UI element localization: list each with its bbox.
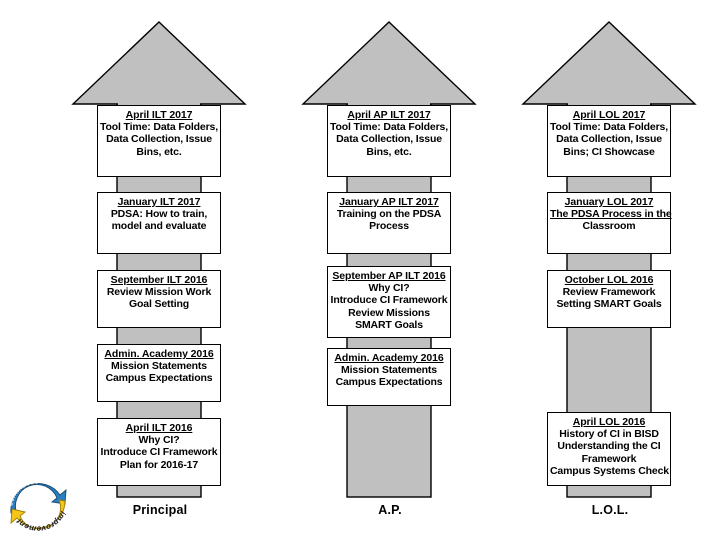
stage-line: Campus Expectations (335, 376, 443, 389)
stage-box: January ILT 2017 PDSA: How to train, mod… (97, 192, 221, 254)
stage-line: Bins, etc. (366, 145, 412, 158)
column-footer-label: A.P. (378, 503, 402, 517)
logo-blue-arc (10, 483, 67, 515)
stage-header: October LOL 2016 (564, 274, 654, 286)
stage-box: April AP ILT 2017 Tool Time: Data Folder… (327, 105, 451, 177)
column-footer-label: L.O.L. (591, 503, 629, 517)
column-footer-label: Principal (132, 503, 188, 517)
stage-line: Introduce CI Framework (330, 294, 448, 307)
stage-line: Review Framework (562, 286, 656, 299)
stage-line: Classroom (582, 220, 636, 233)
stage-header: April AP ILT 2017 (347, 109, 431, 121)
stage-line: Plan for 2016-17 (119, 458, 199, 471)
stage-header: Admin. Academy 2016 (334, 352, 444, 364)
stage-line: Process (369, 220, 409, 233)
stage-line: Setting SMART Goals (556, 298, 662, 311)
stage-box: April LOL 2017 Tool Time: Data Folders, … (547, 105, 671, 177)
stage-line: Training on the PDSA (336, 208, 442, 221)
stage-box: April LOL 2016 History of CI in BISD Und… (547, 412, 671, 486)
stage-line: Review Missions (348, 306, 430, 319)
arrow-column-lol: April LOL 2017 Tool Time: Data Folders, … (490, 0, 720, 540)
stage-line: The PDSA Process in the (550, 208, 672, 221)
stage-box: September AP ILT 2016 Why CI? Introduce … (327, 266, 451, 338)
stage-box: Admin. Academy 2016 Mission Statements C… (327, 348, 451, 406)
stage-box: September ILT 2016 Review Mission Work G… (97, 270, 221, 328)
logo-yellow-arc (10, 499, 66, 530)
stage-line: Mission Statements (341, 364, 437, 377)
stage-box: January LOL 2017 The PDSA Process in the… (547, 192, 672, 254)
stage-line: Framework (581, 452, 637, 465)
continuous-improvement-logo: continuous improvement (7, 478, 68, 533)
stage-line: SMART Goals (355, 318, 423, 331)
stage-box: October LOL 2016 Review Framework Settin… (547, 270, 671, 328)
stage-box: April ILT 2016 Why CI? Introduce CI Fram… (97, 418, 221, 486)
stage-box: January AP ILT 2017 Training on the PDSA… (327, 192, 451, 254)
stage-line: Why CI? (368, 282, 410, 295)
stage-line: PDSA: How to train, (110, 208, 208, 221)
stage-header: Admin. Academy 2016 (104, 348, 214, 360)
stage-line: Data Collection, Issue (556, 133, 662, 146)
stage-line: Data Collection, Issue (106, 133, 212, 146)
arrow-column-ap: April AP ILT 2017 Tool Time: Data Folder… (270, 0, 510, 540)
stage-line: Tool Time: Data Folders, (550, 121, 668, 134)
arrow-column-principal: April ILT 2017 Tool Time: Data Folders, … (40, 0, 280, 540)
stage-header: January LOL 2017 (564, 196, 654, 208)
stage-line: History of CI in BISD (559, 428, 659, 441)
stage-line: Goal Setting (128, 298, 190, 311)
stage-header: September AP ILT 2016 (332, 270, 446, 282)
stage-header: January AP ILT 2017 (339, 196, 439, 208)
stage-header: January ILT 2017 (117, 196, 201, 208)
stage-header: April LOL 2017 (572, 109, 646, 121)
stage-box: April ILT 2017 Tool Time: Data Folders, … (97, 105, 221, 177)
stage-line: Data Collection, Issue (336, 133, 442, 146)
stage-line: Introduce CI Framework (100, 446, 218, 459)
stage-header: April ILT 2016 (125, 422, 193, 434)
stage-line: Bins; CI Showcase (563, 145, 655, 158)
stage-line: Tool Time: Data Folders, (330, 121, 448, 134)
stage-box: Admin. Academy 2016 Mission Statements C… (97, 344, 221, 402)
stage-line: Campus Systems Check (550, 464, 669, 477)
stage-line: Understanding the CI (557, 440, 661, 453)
stage-line: model and evaluate (111, 220, 207, 233)
stage-header: April LOL 2016 (572, 416, 646, 428)
logo-top-text: continuous (7, 478, 39, 506)
stage-line: Review Mission Work (106, 286, 212, 299)
stage-line: Campus Expectations (105, 372, 213, 385)
stage-line: Mission Statements (111, 360, 207, 373)
stage-line: Tool Time: Data Folders, (100, 121, 218, 134)
stage-line: Bins, etc. (136, 145, 182, 158)
stage-header: April ILT 2017 (125, 109, 193, 121)
stage-header: September ILT 2016 (110, 274, 208, 286)
stage-line: Why CI? (138, 434, 180, 447)
